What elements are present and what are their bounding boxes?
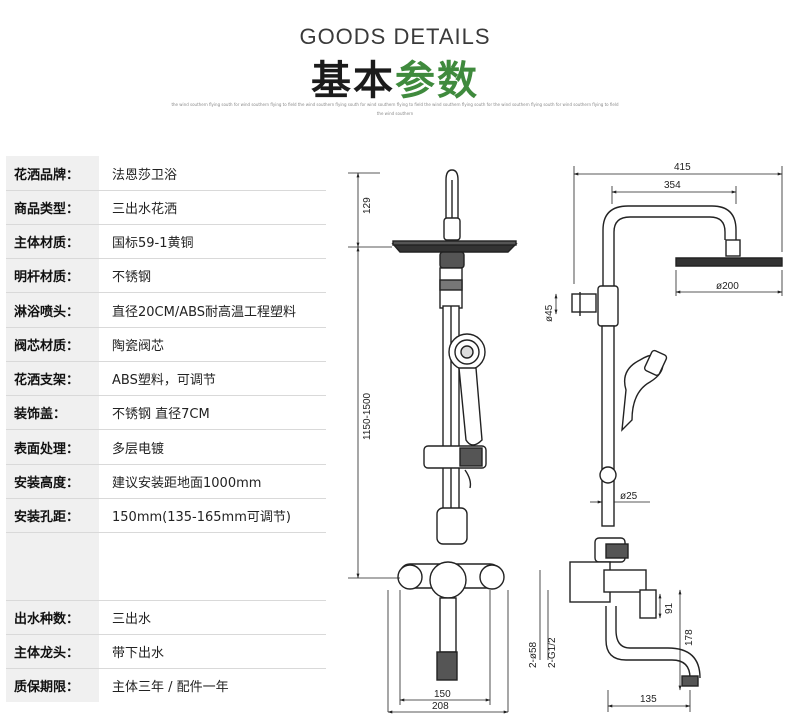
spec-label: 安装高度： (6, 465, 99, 498)
dim-pipe-dia-label: ø25 (620, 491, 638, 502)
dim-thread2-label: 2-G1/2 (547, 637, 558, 668)
side-view-drawing (569, 205, 783, 687)
header: GOODS DETAILS 基本参数 the wind southern fly… (0, 0, 790, 140)
row-divider (6, 532, 326, 533)
dim-height-label: 1150-1500 (362, 392, 373, 440)
spec-label: 主体龙头： (6, 635, 99, 668)
spec-value: 不锈钢 直径7CM (112, 407, 210, 422)
spec-label: 花洒品牌： (6, 156, 99, 190)
row-divider (6, 224, 326, 225)
spec-label: 商品类型： (6, 191, 99, 224)
row-divider (6, 292, 326, 293)
row-divider (6, 190, 326, 191)
row-divider (6, 668, 326, 669)
row-divider (6, 498, 326, 499)
spec-label: 明杆材质： (6, 259, 99, 292)
dim-thread1-label: 2-ø58 (528, 641, 539, 668)
row-divider (6, 258, 326, 259)
spec-value: 多层电镀 (112, 441, 165, 457)
spec-row: 质保期限： 主体三年 / 配件一年 (6, 669, 334, 702)
spec-label: 主体材质： (6, 225, 99, 258)
row-divider (6, 395, 326, 396)
spec-label: 表面处理： (6, 430, 99, 464)
spec-value: 不锈钢 (112, 270, 152, 285)
side-view-dimensions (539, 166, 783, 712)
spec-row: 装饰盖： 不锈钢 直径7CM (6, 396, 334, 429)
spec-row: 淋浴喷头： 直径20CM/ABS耐高温工程塑料 (6, 293, 334, 327)
page-title-part1: 基本 (311, 58, 395, 104)
spec-label: 质保期限： (6, 669, 99, 702)
spec-label: 阀芯材质： (6, 328, 99, 361)
spec-label: 装饰盖： (6, 396, 99, 429)
spec-value: 国标59-1黄铜 (112, 236, 194, 251)
spec-label: 淋浴喷头： (6, 293, 99, 327)
spec-value: 法恩莎卫浴 (112, 167, 178, 183)
row-divider (6, 361, 326, 362)
side-view-labels: 415 354 ø200 ø45 ø25 2-ø58 2-G1/2 91 178… (528, 162, 739, 705)
dim-holder-dia-label: ø45 (544, 304, 555, 322)
spec-label: 花洒支架： (6, 362, 99, 395)
spec-label: 安装孔距： (6, 499, 99, 532)
spec-row: 明杆材质： 不锈钢 (6, 259, 334, 292)
spec-row: 主体龙头： 带下出水 (6, 635, 334, 668)
spec-row: 出水种数： 三出水 (6, 601, 334, 634)
spec-row: 花洒支架： ABS塑料，可调节 (6, 362, 334, 395)
front-view-labels: 129 1150-1500 150 208 (362, 197, 451, 712)
dim-outer-label: 208 (432, 701, 449, 712)
page-title: 基本参数 (0, 48, 790, 106)
dim-135-label: 135 (640, 694, 657, 705)
row-divider (6, 429, 326, 430)
spec-value: 陶瓷阀芯 (112, 339, 165, 354)
dim-178-label: 178 (684, 629, 695, 646)
spec-value: 建议安装距地面1000mm (112, 476, 262, 491)
spec-label: 出水种数： (6, 601, 99, 634)
spec-row-empty (6, 533, 334, 600)
spec-value: 三出水 (112, 612, 152, 627)
dim-inner-label: 150 (434, 689, 451, 700)
spec-value: ABS塑料，可调节 (112, 373, 216, 388)
page-title-en: GOODS DETAILS (299, 24, 491, 49)
spec-row: 花洒品牌： 法恩莎卫浴 (6, 156, 334, 190)
decorative-fine-print: the wind southern flying south for wind … (171, 102, 619, 116)
front-view-dimensions (348, 172, 509, 714)
spec-value: 主体三年 / 配件一年 (112, 680, 229, 695)
dim-91-label: 91 (664, 602, 675, 614)
spec-row: 表面处理： 多层电镀 (6, 430, 334, 464)
spec-value: 150mm(135-165mm可调节) (112, 510, 291, 525)
spec-label (6, 533, 99, 600)
spec-value: 带下出水 (112, 646, 165, 661)
dim-head-dia-label: ø200 (716, 281, 739, 292)
spec-value: 三出水花洒 (112, 202, 178, 217)
spec-row: 主体材质： 国标59-1黄铜 (6, 225, 334, 258)
row-divider (6, 600, 326, 601)
row-divider (6, 327, 326, 328)
dim-reach-label: 354 (664, 180, 681, 191)
dim-top-label: 129 (362, 197, 373, 214)
row-divider (6, 464, 326, 465)
spec-row: 阀芯材质： 陶瓷阀芯 (6, 328, 334, 361)
spec-row: 安装孔距： 150mm(135-165mm可调节) (6, 499, 334, 532)
front-view-drawing (391, 169, 518, 681)
page-title-part2: 参数 (395, 58, 479, 104)
dim-total-label: 415 (674, 162, 691, 173)
spec-value: 直径20CM/ABS耐高温工程塑料 (112, 304, 297, 320)
spec-row: 商品类型： 三出水花洒 (6, 191, 334, 224)
row-divider (6, 634, 326, 635)
spec-row: 安装高度： 建议安装距地面1000mm (6, 465, 334, 498)
